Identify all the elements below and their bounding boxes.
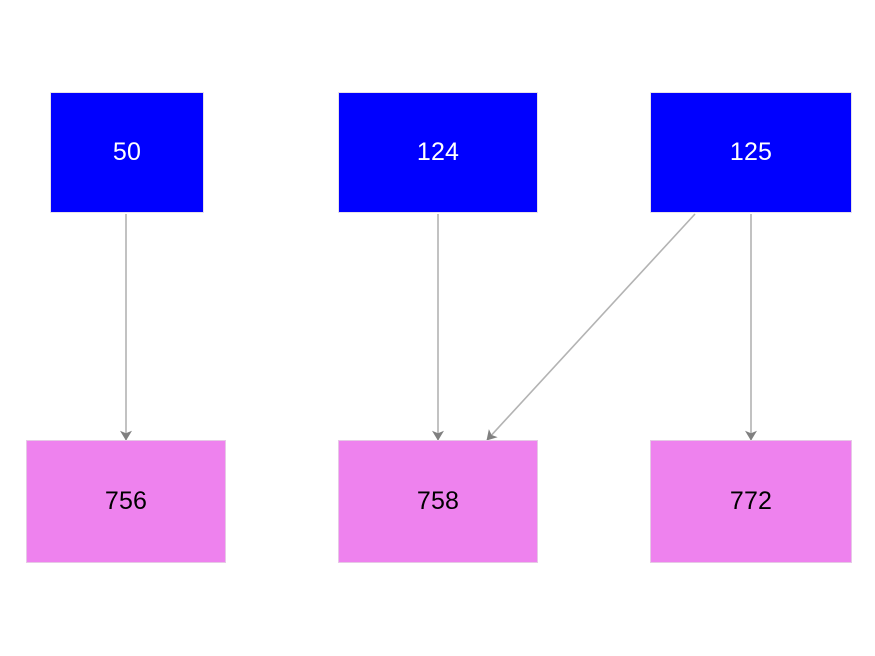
node-n772[interactable]: 772: [650, 440, 852, 563]
node-label: 125: [729, 138, 773, 166]
edge-125-to-758: [486, 213, 696, 441]
node-label: 772: [729, 487, 773, 515]
node-label: 50: [112, 138, 142, 166]
node-n756[interactable]: 756: [26, 440, 226, 563]
node-label: 758: [416, 487, 460, 515]
node-n125[interactable]: 125: [650, 92, 852, 213]
node-n50[interactable]: 50: [50, 92, 204, 213]
node-n124[interactable]: 124: [338, 92, 538, 213]
node-label: 124: [416, 138, 460, 166]
node-label: 756: [104, 487, 148, 515]
node-n758[interactable]: 758: [338, 440, 538, 563]
edge-group: [120, 213, 757, 441]
